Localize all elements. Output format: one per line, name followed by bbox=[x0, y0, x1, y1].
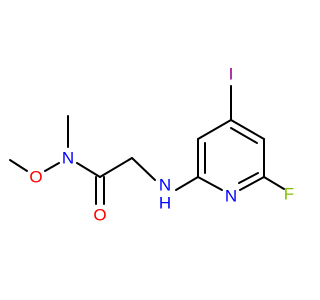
bond-carbonyl-c-n bbox=[76, 162, 101, 178]
atom-amine-hydrogen: H bbox=[159, 194, 171, 213]
atom-amide-nitrogen: N bbox=[62, 149, 74, 168]
bond-c2-nh bbox=[175, 176, 199, 191]
bond-c4-c3 bbox=[197, 119, 232, 140]
atom-methoxy-oxygen: O bbox=[29, 168, 42, 187]
bond-c5-c4-inner bbox=[230, 127, 258, 144]
atom-iodine: I bbox=[229, 65, 234, 84]
bond-c2-n1 bbox=[197, 176, 223, 191]
bond-c6-fluorine bbox=[263, 176, 285, 190]
bond-c5-c4 bbox=[230, 119, 265, 140]
atom-fluorine: F bbox=[284, 185, 294, 204]
bond-o-methyl bbox=[9, 159, 28, 172]
atom-carbonyl-oxygen: O bbox=[93, 206, 106, 225]
atom-ring-nitrogen: N bbox=[225, 187, 237, 206]
bond-nh-ch2 bbox=[131, 157, 156, 181]
atom-amine-nitrogen: N bbox=[159, 176, 171, 195]
bond-n1-c6-inner bbox=[238, 172, 259, 184]
bonds bbox=[9, 85, 285, 205]
bond-n1-c6 bbox=[239, 176, 265, 191]
molecule-structure: I F N N H N O O bbox=[9, 65, 294, 225]
bond-n-o-methoxy bbox=[44, 162, 60, 172]
atom-labels: I F N N H N O O bbox=[29, 65, 294, 225]
bond-ch2-carbonyl-c bbox=[99, 157, 133, 178]
